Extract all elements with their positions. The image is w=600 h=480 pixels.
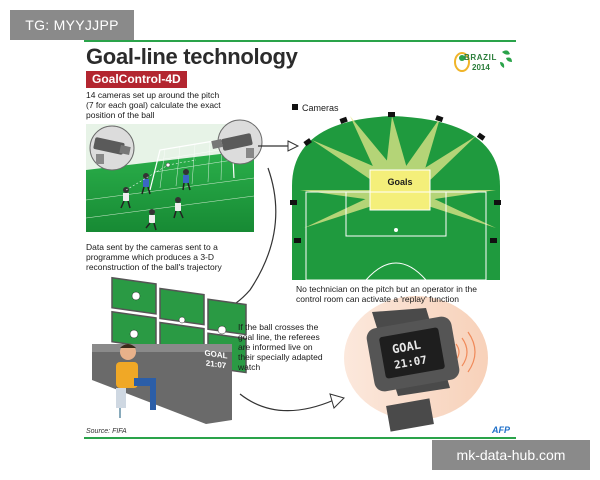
cameras-caption-line-1: 14 cameras set up around the pitch bbox=[86, 90, 220, 100]
cameras-caption-line-2: (7 for each goal) calculate the exact bbox=[86, 100, 221, 110]
goals-label: Goals bbox=[387, 177, 413, 187]
pitch-topdown bbox=[290, 104, 501, 281]
ball-caption-line-1: If the ball crosses the bbox=[238, 322, 319, 332]
cameras-caption-line-3: position of the ball bbox=[86, 110, 155, 120]
tech-caption-line-2: control room can activate a 'replay' fun… bbox=[296, 294, 459, 304]
ball-caption-line-5: watch bbox=[238, 362, 261, 372]
page-title: Goal-line technology bbox=[86, 44, 298, 69]
watermark-bottom-right: mk-data-hub.com bbox=[432, 440, 590, 470]
control-room bbox=[92, 276, 247, 424]
camera-left-icon bbox=[89, 125, 135, 171]
ball-caption-line-3: are informed live on bbox=[238, 342, 313, 352]
ball-caption-line-4: their specially adapted bbox=[238, 352, 323, 362]
pitch-perspective-scene bbox=[85, 119, 263, 232]
data-caption-line-2: programme which produces a 3-D bbox=[86, 252, 215, 262]
curved-arrow-right bbox=[239, 393, 345, 412]
cameras-legend-label: Cameras bbox=[302, 103, 339, 113]
operator bbox=[116, 344, 156, 418]
camera-markers bbox=[290, 112, 501, 243]
data-caption-line-1: Data sent by the cameras sent to a bbox=[86, 242, 218, 252]
arrow-to-topdown bbox=[258, 140, 300, 152]
players bbox=[120, 162, 191, 231]
watch-illustration bbox=[344, 296, 488, 432]
tech-caption-line-1: No technician on the pitch but an operat… bbox=[296, 284, 477, 294]
legend-camera-marker bbox=[292, 104, 298, 110]
logo-text: BRAZIL bbox=[464, 53, 497, 62]
logo-year: 2014 bbox=[472, 63, 490, 72]
source-note: Source: FIFA bbox=[86, 428, 127, 435]
brazil-logo-icon bbox=[454, 50, 512, 72]
title-rule bbox=[84, 40, 516, 42]
subtitle-badge: GoalControl-4D bbox=[86, 71, 187, 88]
data-caption-line-3: reconstruction of the ball's trajectory bbox=[86, 262, 222, 272]
camera-right-icon bbox=[211, 119, 263, 165]
ball-caption-line-2: goal line, the referees bbox=[238, 332, 320, 342]
bottom-rule bbox=[84, 437, 516, 439]
watermark-top-left: TG: MYYJJPP bbox=[10, 10, 134, 40]
afp-credit: AFP bbox=[492, 425, 510, 435]
